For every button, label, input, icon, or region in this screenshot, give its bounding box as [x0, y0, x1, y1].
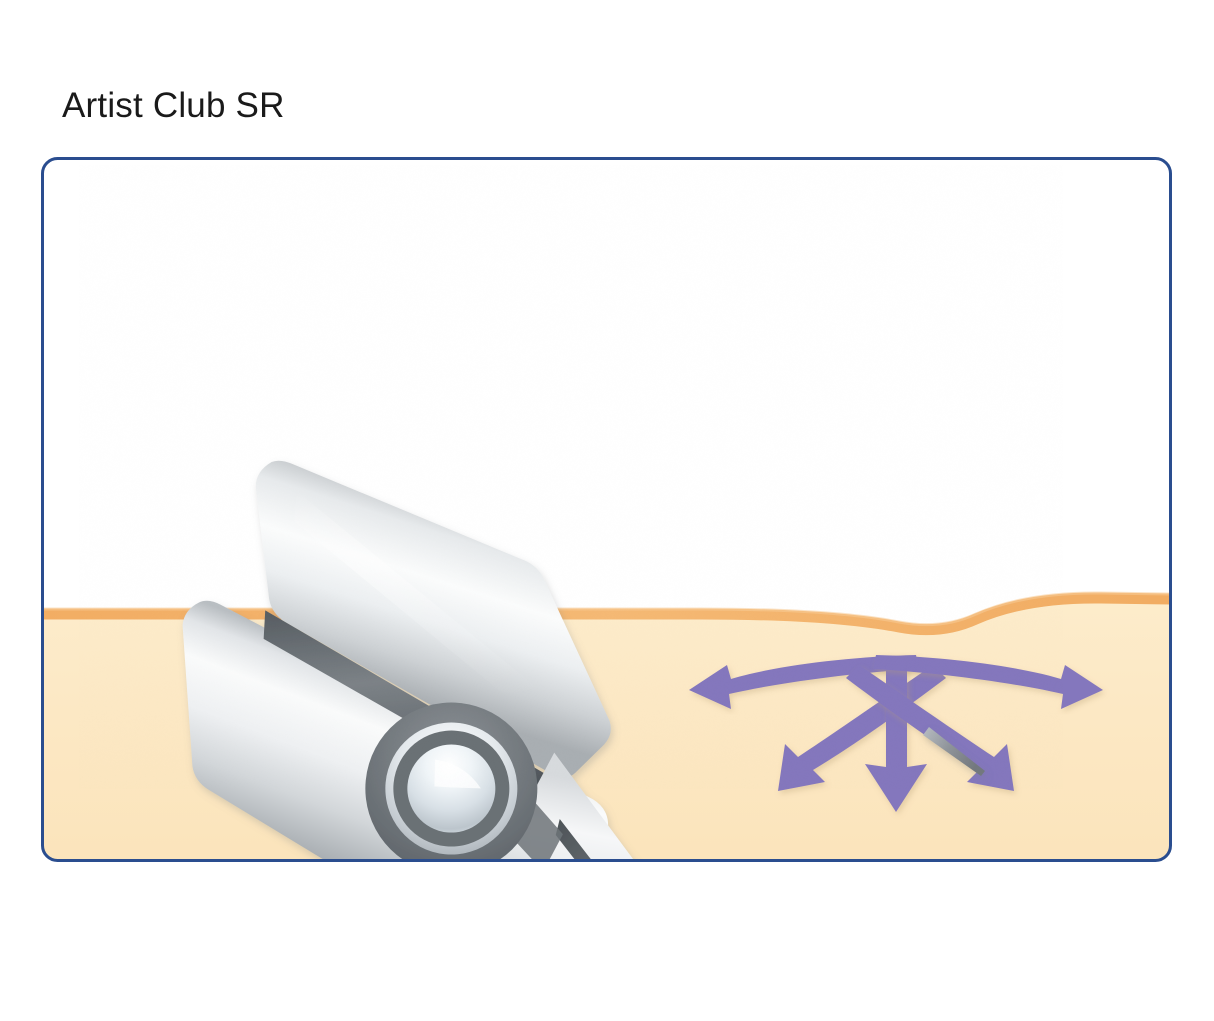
page-title: Artist Club SR — [62, 86, 285, 125]
pivot-screw-head — [407, 744, 496, 833]
instrument-needle-point — [923, 727, 985, 776]
pivot-screw-glint — [434, 759, 481, 789]
blade-holder-skin-penetration-diagram — [41, 157, 1172, 862]
instrument-pivot — [365, 702, 538, 861]
instrument-nose-taper — [529, 752, 795, 861]
figure-frame — [41, 157, 1172, 862]
figure-frame-border — [41, 157, 1172, 862]
